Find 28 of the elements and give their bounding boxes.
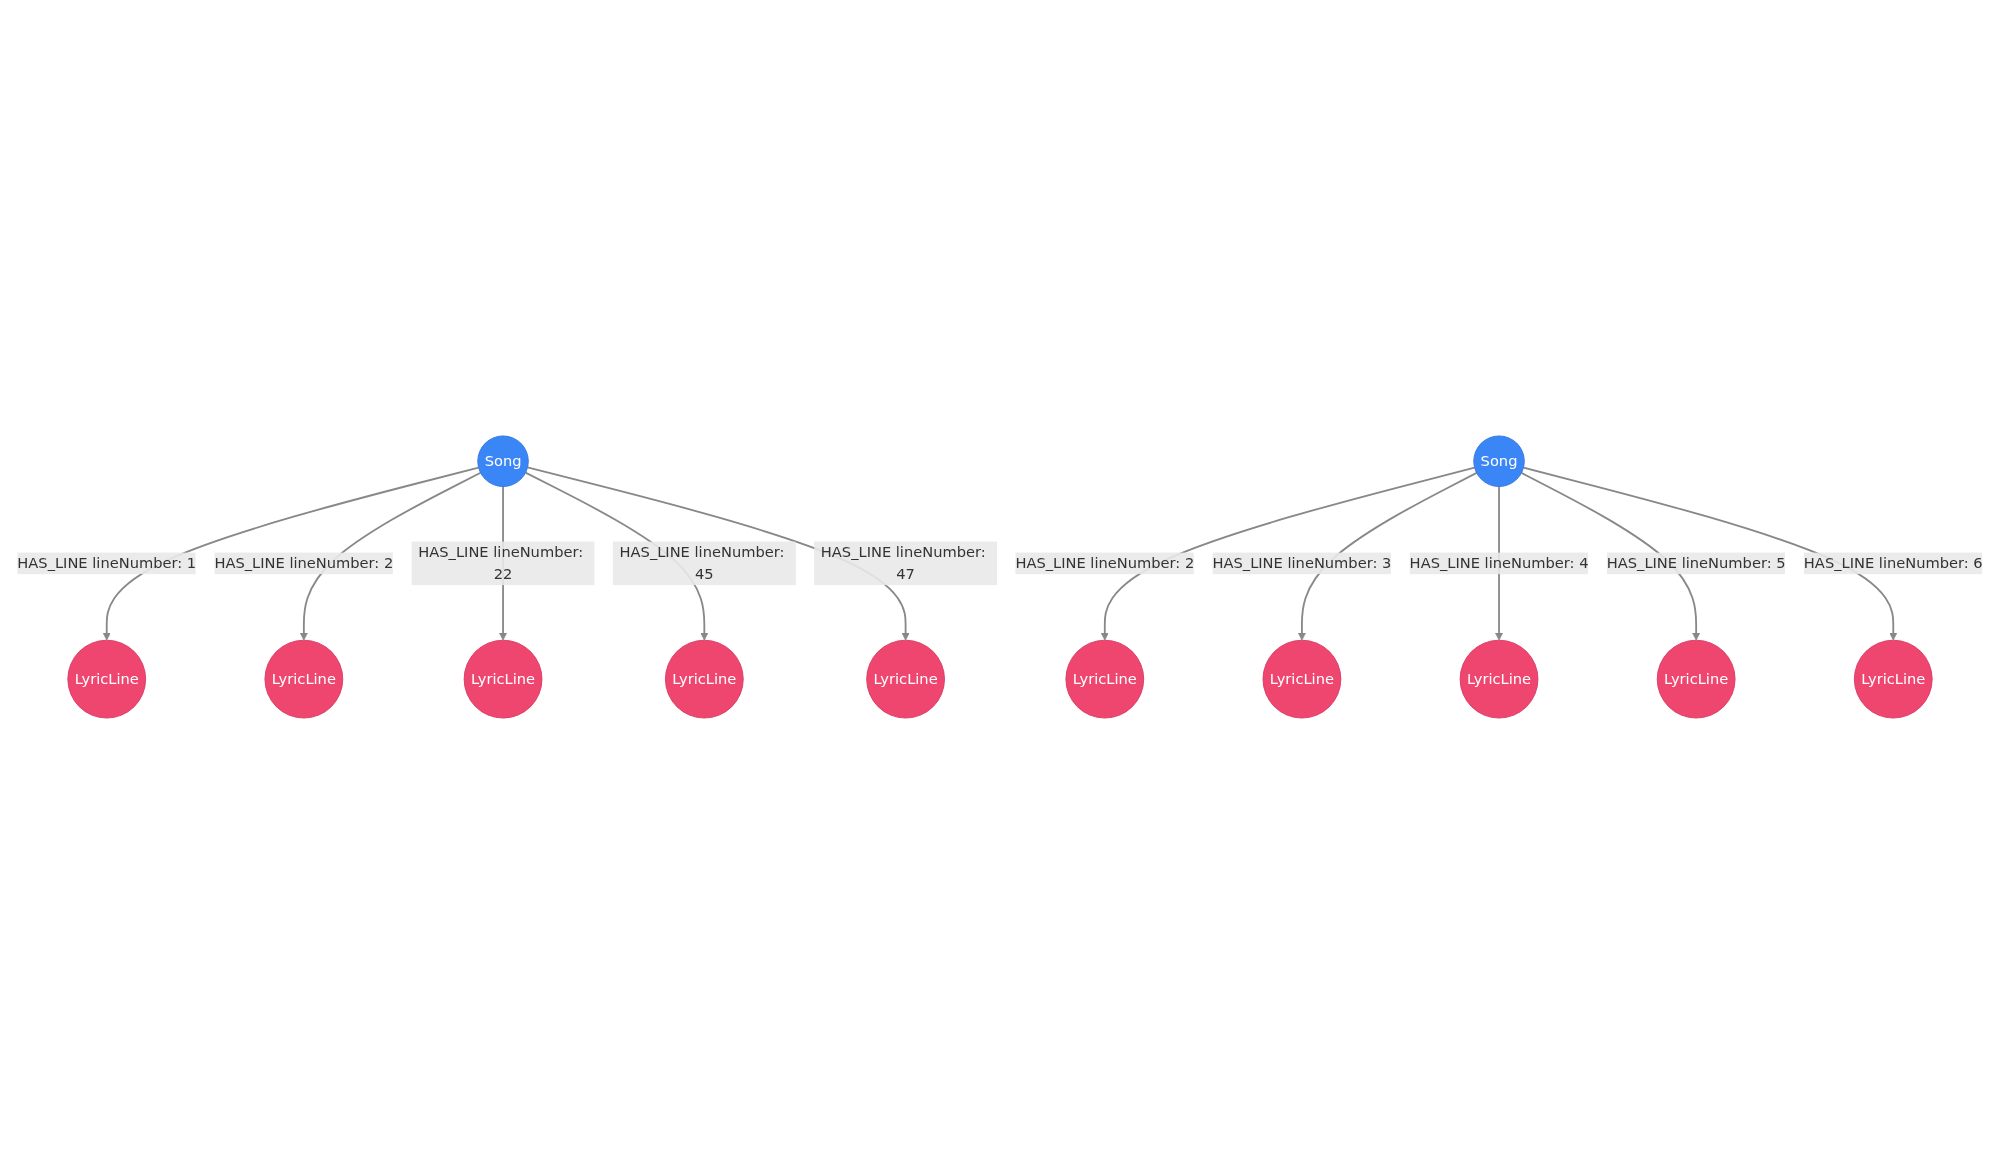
- edge-label: HAS_LINE lineNumber: 22: [418, 543, 584, 583]
- node-circle: LyricLine: [1065, 639, 1145, 719]
- node-circle: LyricLine: [1853, 639, 1933, 719]
- node-circle: Song: [477, 435, 529, 487]
- node-circle: LyricLine: [463, 639, 543, 719]
- node-circle: LyricLine: [1656, 639, 1736, 719]
- arrow: [299, 471, 482, 641]
- node-circle: LyricLine: [866, 639, 945, 719]
- arrow: [102, 466, 480, 641]
- node-circle: LyricLine: [1262, 639, 1342, 719]
- edge-label: HAS_LINE lineNumber: 4: [1409, 554, 1589, 572]
- edge-label: HAS_LINE lineNumber: 2: [1015, 554, 1195, 572]
- edge-label: HAS_LINE lineNumber: 45: [619, 543, 785, 583]
- arrow: [1100, 466, 1476, 641]
- arrow: [1522, 466, 1898, 641]
- edge-label: HAS_LINE lineNumber: 5: [1606, 554, 1786, 572]
- edge-label: HAS_LINE lineNumber: 47: [820, 543, 986, 583]
- edge-label: HAS_LINE lineNumber: 1: [17, 554, 197, 572]
- arrow: [1520, 471, 1701, 641]
- arrow: [1297, 471, 1478, 641]
- node-circle: LyricLine: [67, 639, 147, 719]
- edge-label: HAS_LINE lineNumber: 3: [1212, 554, 1392, 572]
- edge-label: HAS_LINE lineNumber: 2: [214, 554, 394, 572]
- node-circle: LyricLine: [1459, 639, 1539, 719]
- node-circle: LyricLine: [264, 639, 344, 719]
- edge-label: HAS_LINE lineNumber: 6: [1803, 554, 1983, 572]
- node-circle: LyricLine: [664, 639, 744, 719]
- node-circle: Song: [1473, 435, 1525, 487]
